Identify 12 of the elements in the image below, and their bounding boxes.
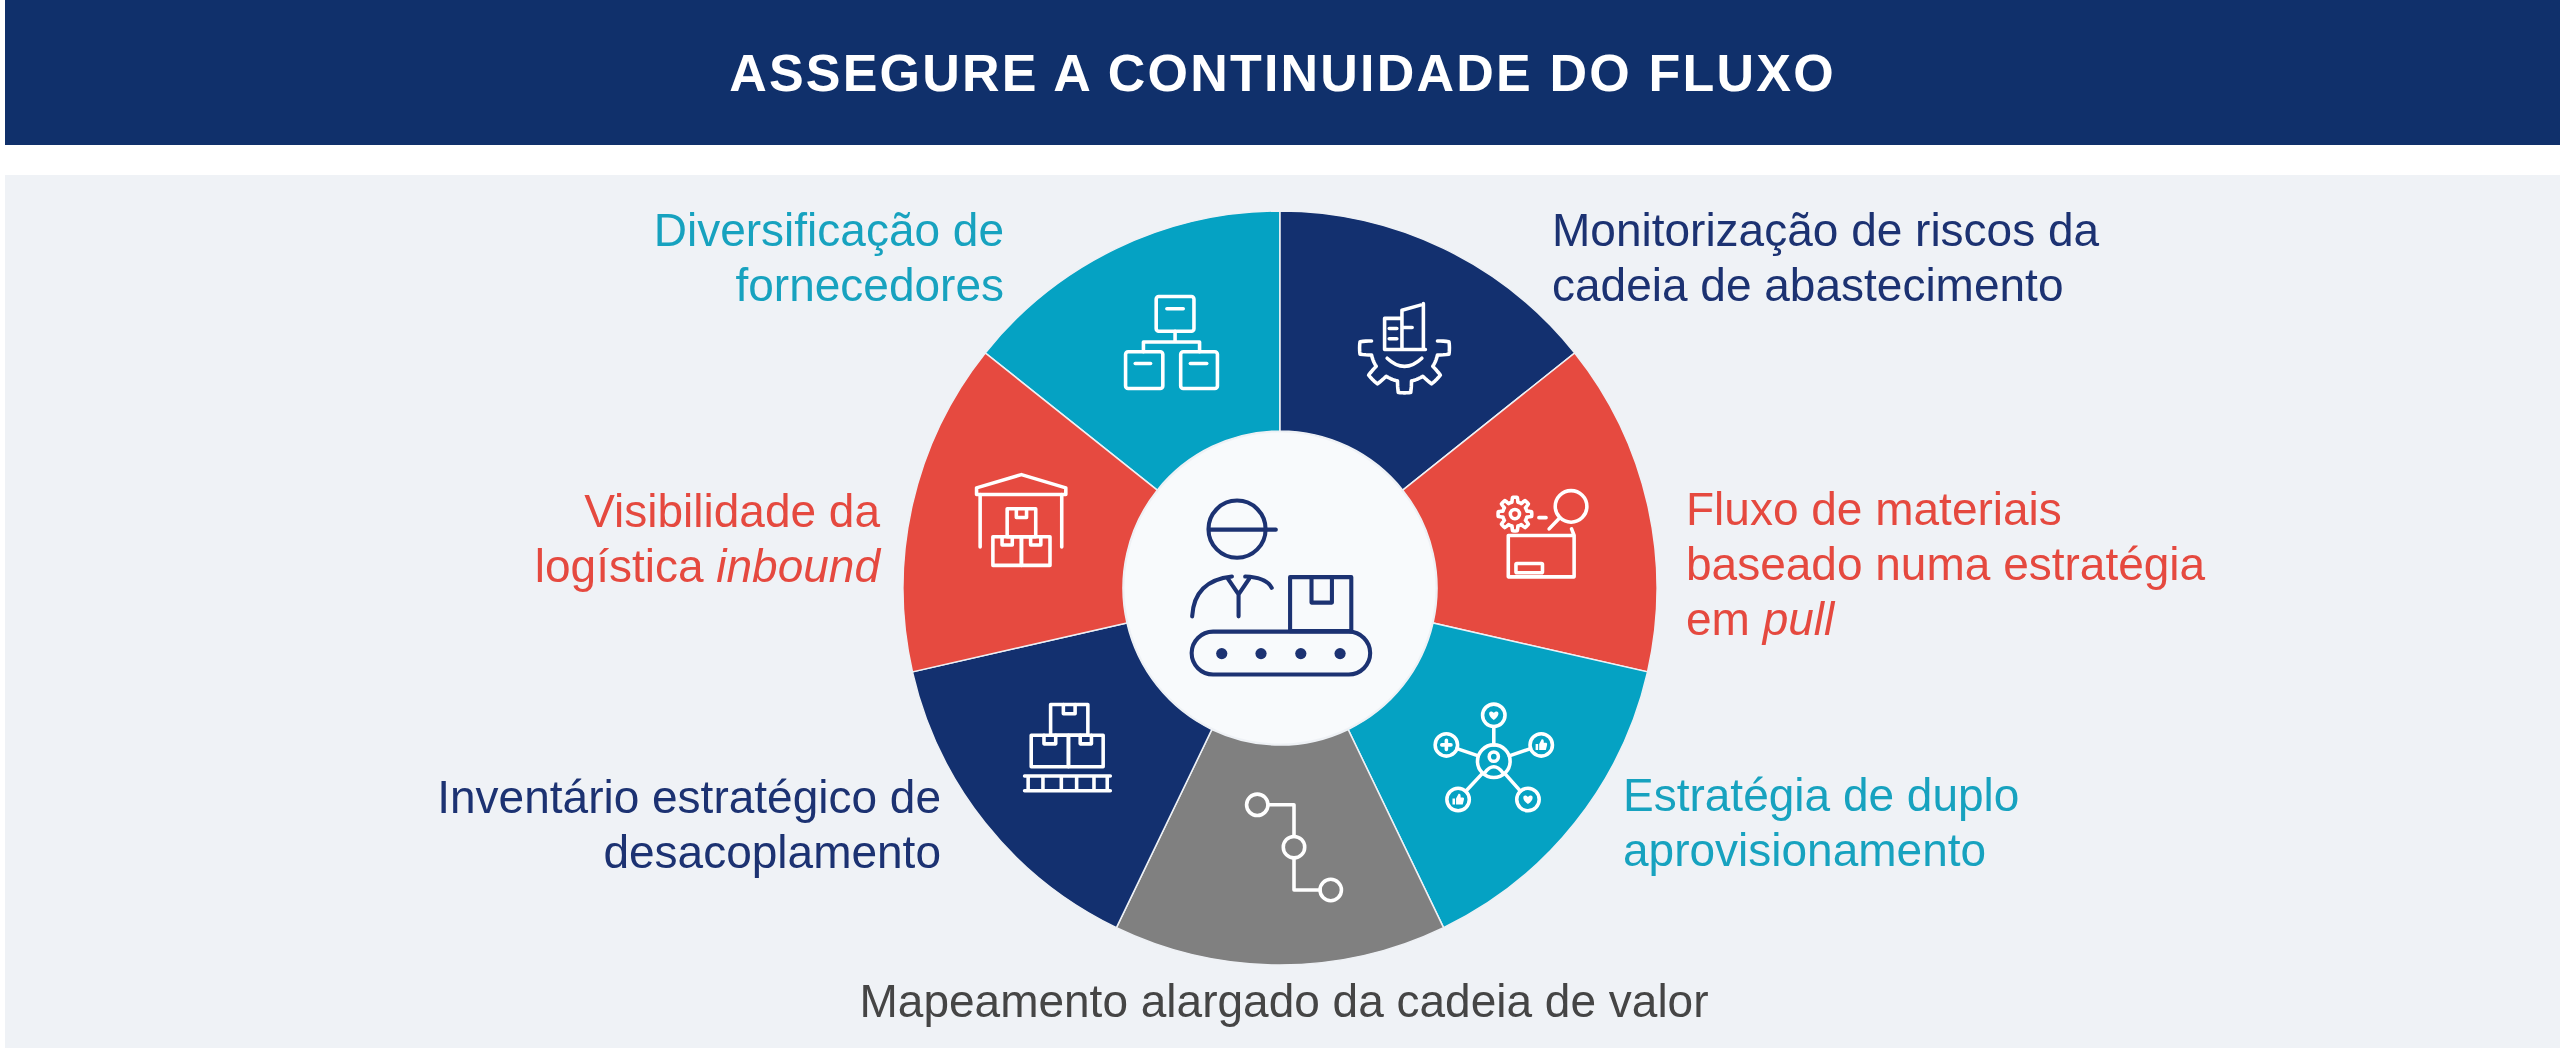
segment-label: Monitorização de riscos da cadeia de abastecimento bbox=[1552, 204, 2100, 311]
title: ASSEGURE A CONTINUIDADE DO FLUXO bbox=[729, 42, 1836, 104]
wheel-segment bbox=[1402, 352, 1658, 673]
segment-label: Estratégia de duplo aprovisionamento bbox=[1623, 769, 2020, 876]
hub-circle bbox=[1124, 432, 1436, 744]
wheel-segment bbox=[1115, 728, 1445, 965]
wheel-segment bbox=[902, 352, 1158, 673]
segment-label: Diversificação de fornecedores bbox=[653, 204, 1004, 311]
segment-label: Mapeamento alargado da cadeia de valor bbox=[859, 975, 1709, 1027]
segment-label: Fluxo de materiais baseado numa estratégia em pull bbox=[1686, 483, 2206, 645]
segment-label: Inventário estratégico de desacoplamento bbox=[437, 771, 941, 878]
segment-label: Visibilidade da logística inbound bbox=[534, 485, 880, 592]
